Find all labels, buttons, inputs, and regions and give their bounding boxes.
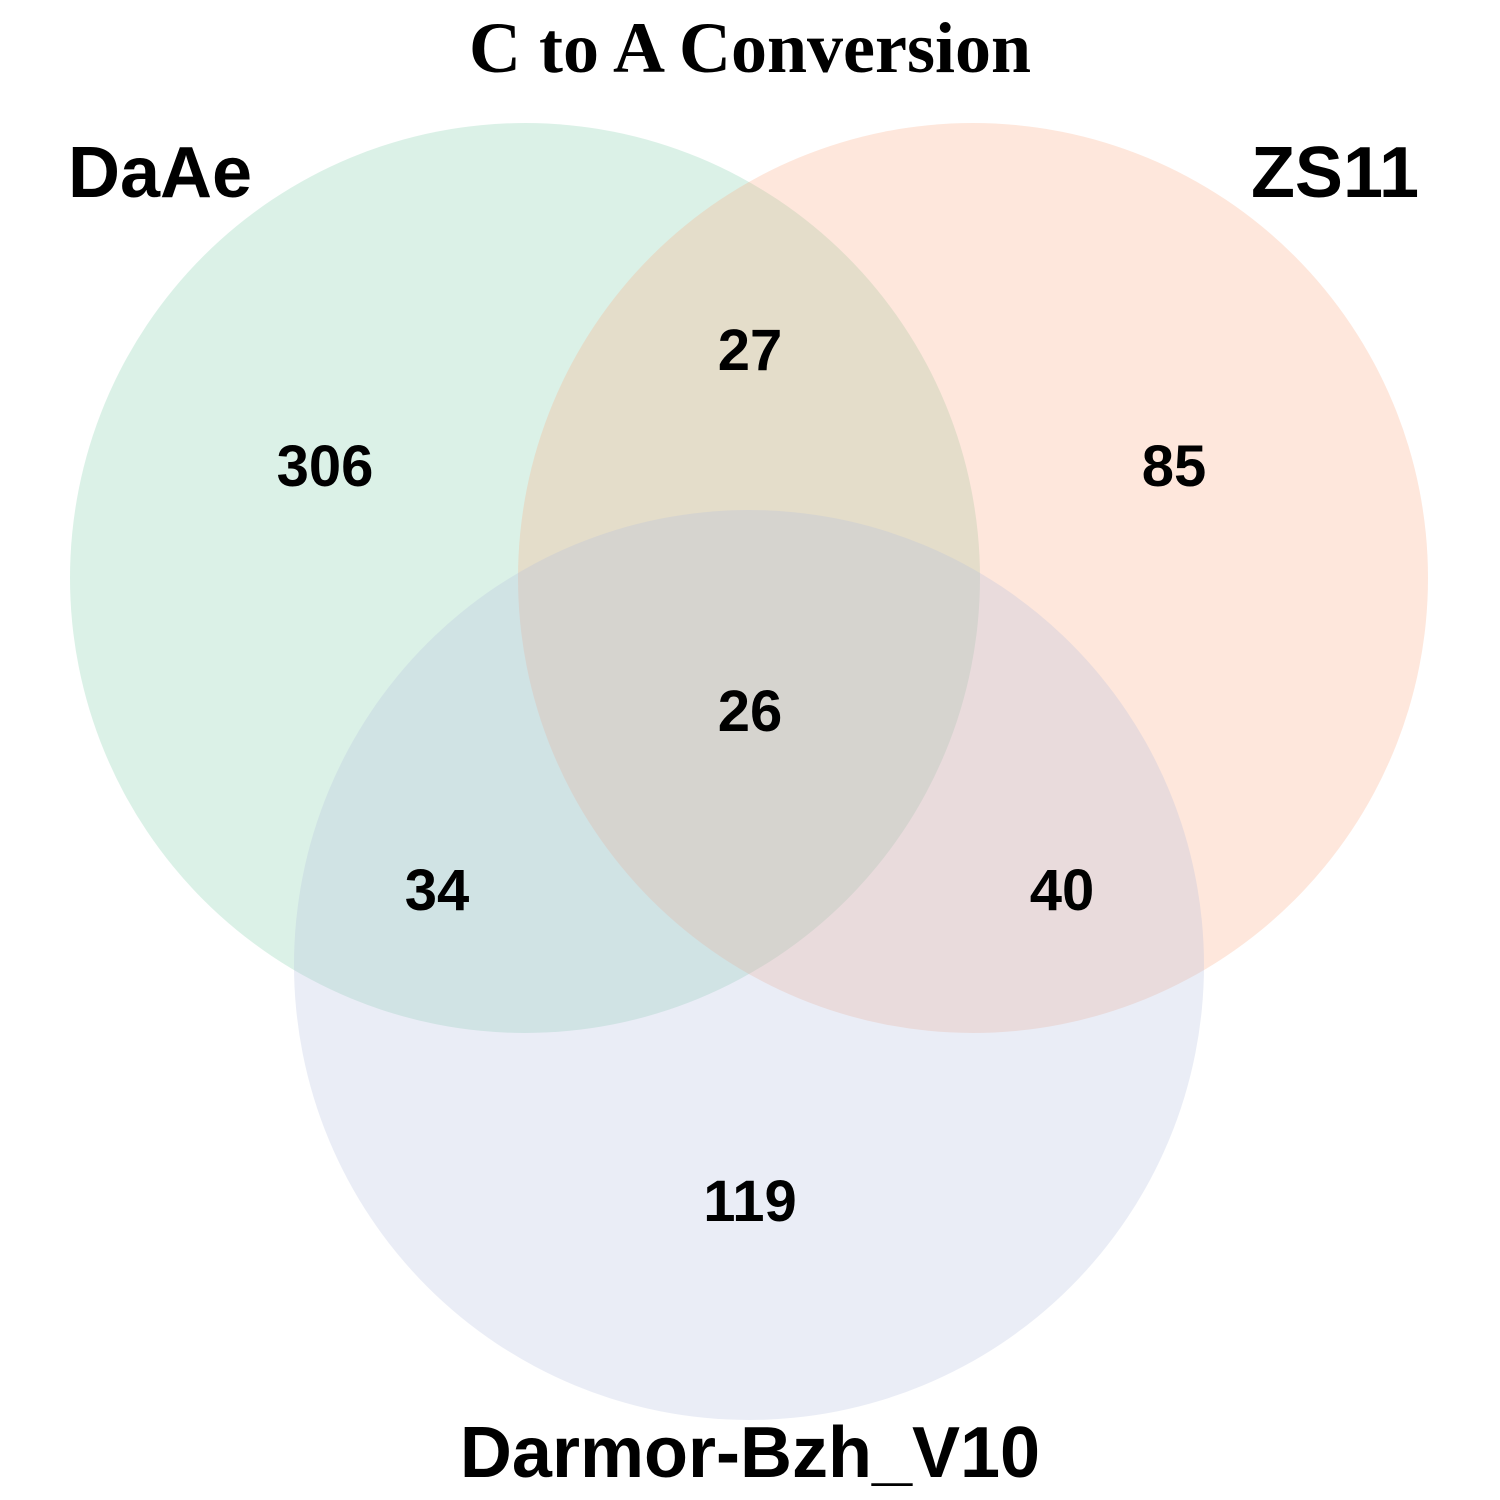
count-daae-darmor: 34 bbox=[405, 858, 470, 923]
set-circle-darmor bbox=[294, 510, 1204, 1420]
count-zs11-darmor: 40 bbox=[1030, 858, 1095, 923]
set-label-daae: DaAe bbox=[68, 133, 252, 213]
count-daae-zs11: 27 bbox=[718, 318, 783, 383]
set-label-darmor: Darmor-Bzh_V10 bbox=[460, 1413, 1040, 1493]
count-darmor-only: 119 bbox=[703, 1169, 797, 1234]
count-zs11-only: 85 bbox=[1142, 434, 1207, 499]
count-all-three: 26 bbox=[718, 679, 783, 744]
set-circle-daae bbox=[70, 123, 980, 1033]
set-label-zs11: ZS11 bbox=[1251, 133, 1419, 213]
diagram-title: C to A Conversion bbox=[469, 8, 1031, 88]
set-circle-zs11 bbox=[518, 123, 1428, 1033]
count-daae-only: 306 bbox=[277, 434, 374, 499]
